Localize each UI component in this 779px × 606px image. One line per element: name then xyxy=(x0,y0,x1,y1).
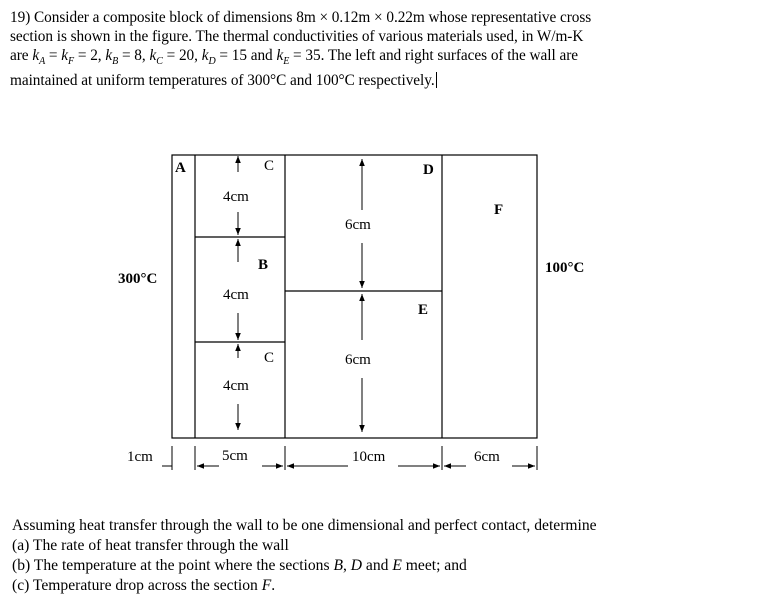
dim-f-width: 6cm xyxy=(474,449,500,465)
dim-a-width: 1cm xyxy=(127,449,153,465)
question-a: (a) The rate of heat transfer through th… xyxy=(12,537,289,554)
dim-b-height: 4cm xyxy=(223,287,249,303)
question-intro: Assuming heat transfer through the wall … xyxy=(12,517,597,534)
section-label-c-bottom: C xyxy=(264,350,274,366)
section-label-e: E xyxy=(418,302,428,318)
dim-e-height: 6cm xyxy=(345,352,371,368)
question-b: (b) The temperature at the point where t… xyxy=(12,557,467,574)
problem-statement: 19) Consider a composite block of dimens… xyxy=(10,8,770,90)
section-label-c-top: C xyxy=(264,158,274,174)
left-temperature: 300°C xyxy=(118,271,157,287)
section-label-b: B xyxy=(258,257,268,273)
dim-c-bottom-height: 4cm xyxy=(223,378,249,394)
question-c: (c) Temperature drop across the section … xyxy=(12,577,276,594)
problem-line-2: section is shown in the figure. The ther… xyxy=(10,28,584,45)
dim-c-top-height: 4cm xyxy=(223,189,249,205)
text-cursor xyxy=(435,72,437,89)
dim-de-width: 10cm xyxy=(352,449,386,465)
questions-block: Assuming heat transfer through the wall … xyxy=(12,516,597,596)
wall-outline xyxy=(171,154,538,439)
section-label-a: A xyxy=(175,160,186,176)
problem-line-3: are kA = kF = 2, kB = 8, kC = 20, kD = 1… xyxy=(10,47,578,68)
width-arrows xyxy=(162,446,538,470)
dim-d-height: 6cm xyxy=(345,217,371,233)
right-temperature: 100°C xyxy=(545,260,584,276)
problem-line-4: maintained at uniform temperatures of 30… xyxy=(10,72,437,90)
dim-bc-width: 5cm xyxy=(222,448,248,464)
section-label-f: F xyxy=(494,202,503,218)
section-label-d: D xyxy=(423,162,434,178)
problem-line-1: 19) Consider a composite block of dimens… xyxy=(10,9,592,26)
